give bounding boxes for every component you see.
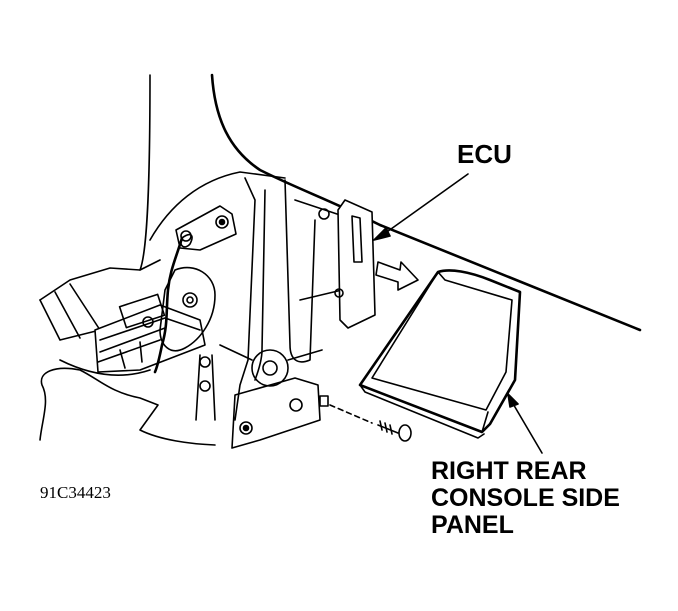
center-column-inner [254, 189, 266, 381]
left-floor-lines [39, 283, 101, 341]
bracket-bolt-1 [180, 230, 192, 242]
pillar-edge [139, 74, 151, 271]
ecu-label: ECU [457, 139, 512, 169]
seat-track-detail [97, 317, 201, 369]
stack-column [195, 354, 216, 421]
ecu-box-face [351, 215, 363, 263]
center-column-right [284, 179, 316, 363]
bracket-bolt-2-inner [218, 218, 226, 226]
stack-bolt-1 [199, 356, 211, 368]
lower-sweep [59, 359, 151, 376]
center-column-left [234, 177, 256, 421]
pivot-hub-outer [251, 349, 289, 387]
pivot-arm [219, 344, 323, 361]
lower-bracket [231, 377, 321, 449]
figure-code: 91C34423 [40, 483, 111, 502]
seat-track-slot [118, 293, 166, 329]
ecu-leader [373, 173, 469, 241]
ecu-screw [334, 288, 344, 298]
mechanism-bolt-inner [186, 296, 194, 304]
mechanism-body [159, 266, 216, 352]
floor-curve [149, 171, 286, 241]
panel-screw [377, 420, 412, 442]
mechanism-bolt [182, 292, 198, 308]
console-side-panel [358, 269, 522, 439]
wavy-line [39, 367, 216, 446]
mechanism-bolt-2 [142, 316, 154, 328]
cable-loop [180, 233, 193, 248]
seat-track-block [94, 304, 206, 373]
left-floor-edge [39, 259, 161, 301]
ecu-box [337, 199, 376, 329]
screw-guide [329, 404, 373, 424]
console-side-panel-label: RIGHT REAR CONSOLE SIDE PANEL [431, 458, 620, 539]
panel-leader [507, 393, 543, 454]
lower-clip [319, 395, 329, 407]
column-hole [318, 208, 330, 220]
panel-label-line-2: CONSOLE SIDE [431, 484, 620, 512]
panel-label-line-3: PANEL [431, 511, 514, 539]
lower-bracket-hole-2-inner [242, 424, 250, 432]
lower-bracket-hole-1 [289, 398, 303, 412]
bracket-bolt-2 [215, 215, 229, 229]
stack-bolt-2 [199, 380, 211, 392]
cable [153, 236, 184, 374]
pivot-hub-inner [262, 360, 278, 376]
top-hinge-bracket [175, 205, 237, 251]
lower-bracket-hole-2 [239, 421, 253, 435]
removal-arrow [375, 261, 419, 291]
panel-label-line-1: RIGHT REAR [431, 457, 587, 485]
